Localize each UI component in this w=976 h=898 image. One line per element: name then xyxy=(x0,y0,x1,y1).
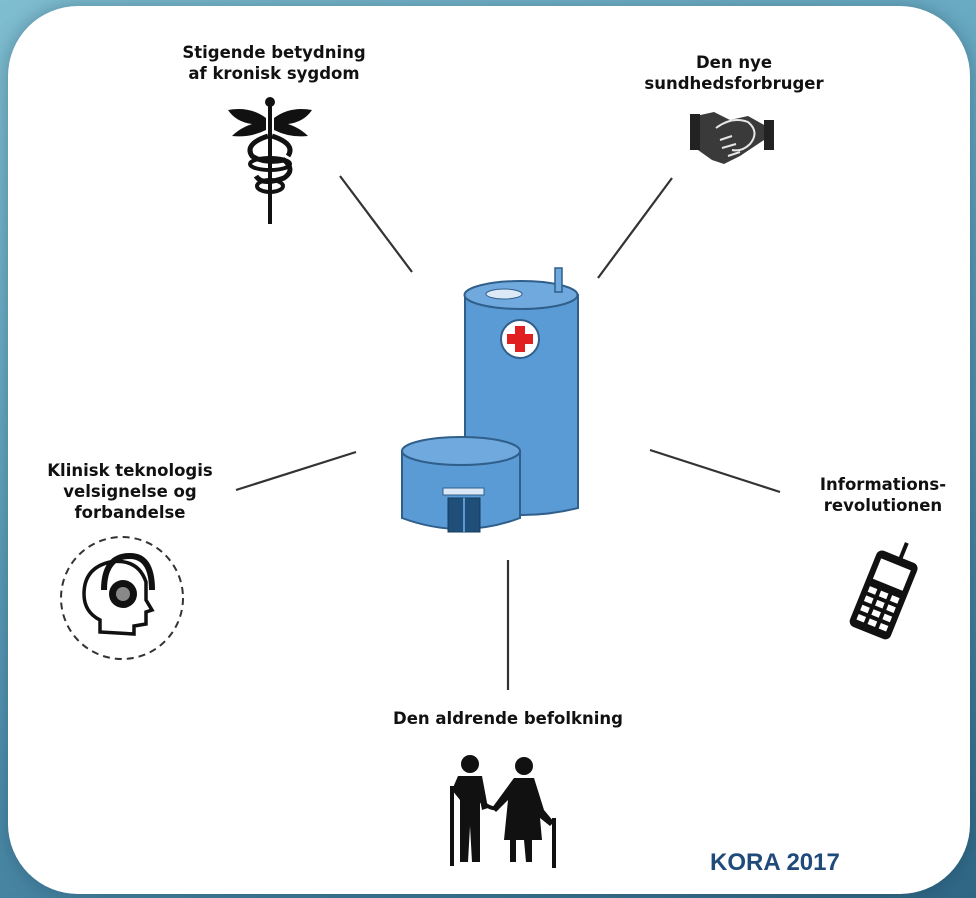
connector-technology xyxy=(235,450,357,492)
factor-label-information: Informations- revolutionen xyxy=(819,475,947,515)
head-headphones-icon xyxy=(60,536,184,660)
handshake-icon xyxy=(690,112,774,164)
diagram-card: Stigende betydning af kronisk sygdom Den… xyxy=(8,6,970,894)
caduceus-icon xyxy=(228,97,312,224)
elderly-couple-icon xyxy=(450,755,556,868)
credit-label: KORA 2017 xyxy=(710,849,840,876)
mobile-phone-icon xyxy=(849,542,918,640)
diagram-canvas xyxy=(60,97,918,868)
connector-chronic xyxy=(339,175,413,273)
connector-consumer xyxy=(597,177,673,279)
factor-label-chronic: Stigende betydning af kronisk sygdom xyxy=(182,43,366,83)
hospital-building-icon xyxy=(401,267,579,533)
factor-label-technology: Klinisk teknologis velsignelse og forban… xyxy=(47,461,213,522)
connector-information xyxy=(649,448,781,494)
factor-label-aging: Den aldrende befolkning xyxy=(393,709,623,728)
factor-label-consumer: Den nye sundhedsforbruger xyxy=(644,53,824,93)
